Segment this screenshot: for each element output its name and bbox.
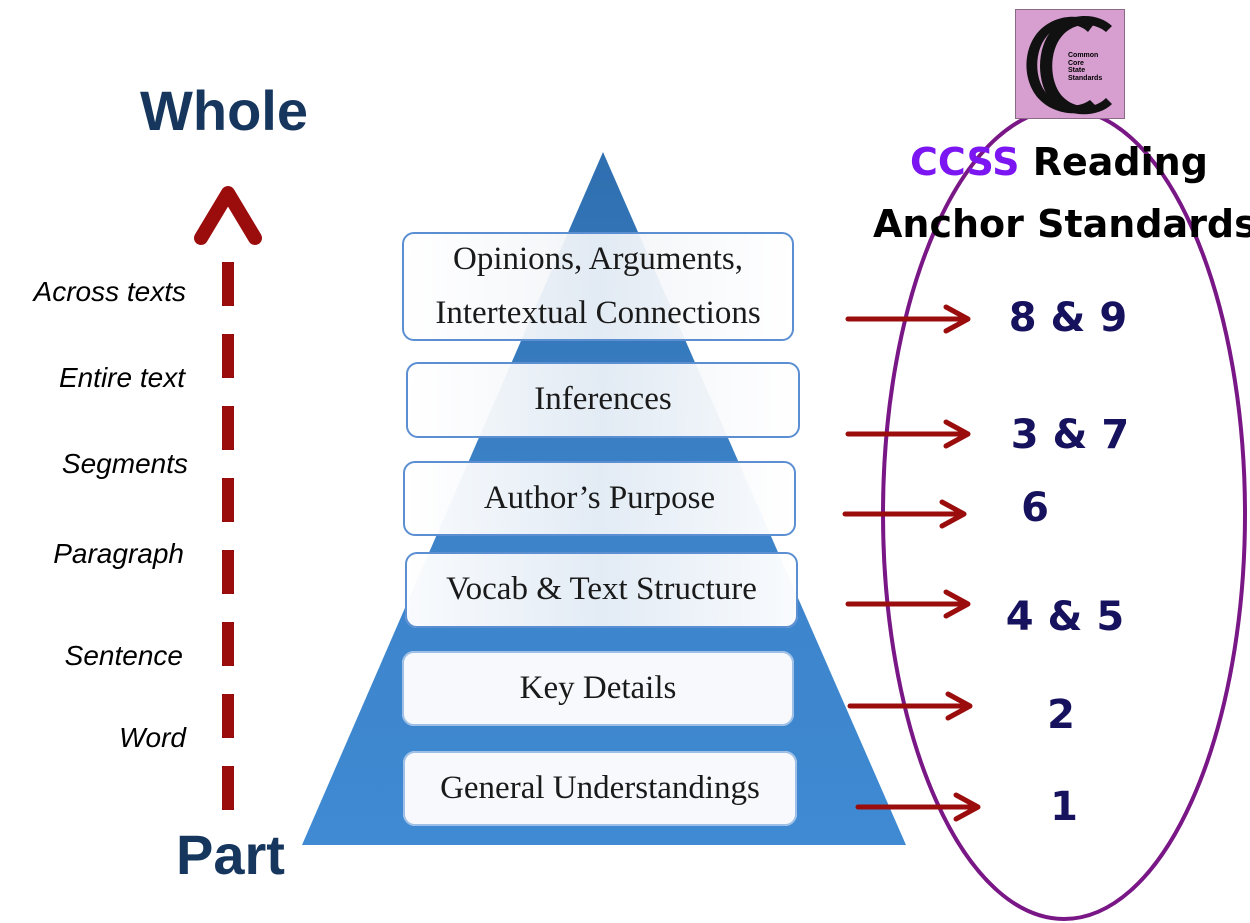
part-to-whole-arrow	[194, 186, 262, 810]
ccss-logo: Common Core State Standards	[1015, 9, 1125, 119]
ccss-acronym: CCSS	[910, 140, 1020, 184]
tier-arrow	[855, 792, 981, 822]
level-label: Across texts	[33, 276, 186, 307]
tier-arrows	[842, 304, 981, 822]
standard-number: 3 & 7	[1010, 412, 1130, 458]
level-label: Segments	[61, 448, 188, 479]
ccss-logo-text: Common Core State Standards	[1068, 52, 1102, 82]
tier-label: Intertextual Connections	[435, 294, 761, 331]
tier-arrow	[845, 589, 971, 619]
part-label: Part	[176, 823, 285, 886]
level-label: Word	[119, 722, 186, 753]
tier-box-vocab-text-structure: Vocab & Text Structure	[405, 552, 798, 628]
tier-label: Vocab & Text Structure	[446, 571, 757, 608]
tier-label: Author’s Purpose	[483, 479, 716, 516]
level-label: Sentence	[64, 640, 183, 671]
tier-arrow	[845, 304, 971, 334]
tier-box-fills	[402, 232, 800, 826]
standards-title-line1: CCSS Reading	[910, 140, 1208, 184]
tier-box-inferences: Inferences	[406, 362, 800, 438]
tier-label: Inferences	[534, 381, 672, 418]
level-label: Entire text	[58, 362, 185, 393]
logo-text-line: Common	[1068, 52, 1099, 59]
standard-number: 2	[1047, 692, 1075, 738]
tier-arrow	[845, 419, 971, 449]
tier-box-key-details: Key Details	[402, 651, 794, 726]
tier-box-opinions-arguments: Opinions, Arguments, Intertextual Connec…	[402, 232, 794, 341]
logo-text-line: State	[1068, 67, 1086, 74]
whole-label: Whole	[140, 79, 308, 142]
ccss-logo-mark	[1026, 15, 1112, 115]
standards-title-line2: Anchor Standards	[873, 202, 1250, 246]
level-label: Paragraph	[53, 538, 184, 569]
standard-number: 8 & 9	[1008, 295, 1128, 341]
tier-box-general-understandings: General Understandings	[403, 751, 797, 826]
tier-label: Key Details	[519, 669, 677, 706]
logo-text-line: Core	[1068, 59, 1084, 67]
title-reading: Reading	[1019, 140, 1208, 184]
standard-number: 6	[1021, 485, 1049, 531]
tier-arrow	[847, 691, 973, 721]
standard-number: 4 & 5	[1005, 594, 1125, 640]
logo-text-line: Standards	[1068, 74, 1103, 82]
tier-arrow	[842, 499, 967, 529]
tier-label: Opinions, Arguments,	[452, 241, 743, 278]
tier-box-authors-purpose: Author’s Purpose	[403, 461, 796, 536]
standard-number: 1	[1050, 784, 1078, 830]
tier-label: General Understandings	[440, 769, 760, 806]
